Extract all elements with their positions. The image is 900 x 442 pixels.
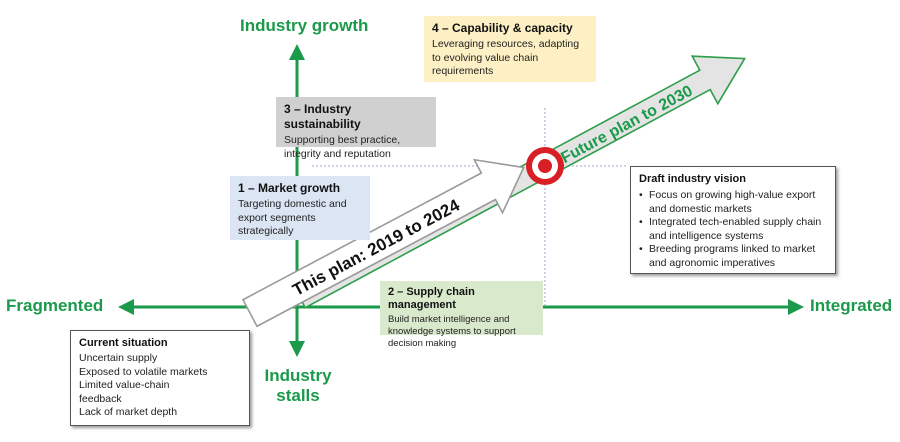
capability-box: 4 – Capability & capacity Leveraging res… — [424, 16, 596, 82]
axis-label-fragmented: Fragmented — [6, 296, 104, 315]
current-situation-box: Current situation Uncertain supply Expos… — [70, 330, 250, 426]
vision-item: Focus on growing high-value export and d… — [639, 189, 827, 216]
target-icon — [526, 147, 564, 185]
market-growth-box: 1 – Market growth Targeting domestic and… — [230, 176, 370, 240]
capability-line: to evolving value chain — [432, 51, 539, 64]
capability-line: Leveraging resources, adapting — [432, 38, 580, 50]
current-line: feedback — [79, 392, 122, 405]
market-growth-title: 1 – Market growth — [238, 181, 341, 195]
market-growth-line: export segments — [238, 211, 316, 224]
sustainability-box: 3 – Industry sustainability Supporting b… — [276, 97, 436, 160]
left-arrowhead-icon — [118, 299, 134, 315]
up-arrowhead-icon — [289, 44, 305, 60]
current-title: Current situation — [79, 337, 168, 349]
supply-chain-title: 2 – Supply chain management — [388, 286, 475, 311]
sustainability-title: 3 – Industry sustainability — [284, 102, 361, 131]
down-arrowhead-icon — [289, 341, 305, 357]
right-arrowhead-icon — [788, 299, 804, 315]
draft-vision-box: Draft industry vision Focus on growing h… — [630, 166, 836, 274]
capability-title: 4 – Capability & capacity — [432, 21, 573, 35]
vision-item: Integrated tech-enabled supply chain and… — [639, 216, 827, 243]
axis-label-integrated: Integrated — [810, 296, 893, 315]
future-plan-label: Future plan to 2030 — [558, 82, 695, 167]
supply-chain-line: Build market intelligence and — [388, 314, 510, 325]
current-line: Exposed to volatile markets — [79, 365, 208, 378]
market-growth-line: strategically — [238, 225, 294, 237]
vision-title: Draft industry vision — [639, 173, 746, 185]
axis-label-stalls-line1: Industry — [264, 366, 332, 385]
capability-line: requirements — [432, 65, 494, 77]
market-growth-line: Targeting domestic and — [238, 198, 347, 210]
current-line: Uncertain supply — [79, 352, 158, 364]
current-line: Limited value-chain — [79, 379, 170, 391]
sustainability-line: integrity and reputation — [284, 147, 391, 160]
supply-chain-line: knowledge systems to support — [388, 326, 516, 337]
vision-item: Breeding programs linked to market and a… — [639, 243, 827, 270]
sustainability-line: Supporting best practice, — [284, 134, 401, 146]
axis-label-stalls-line2: stalls — [276, 386, 320, 405]
axis-label-industry-stalls: Industry stalls — [258, 366, 338, 406]
current-line: Lack of market depth — [79, 406, 178, 418]
axis-label-industry-growth: Industry growth — [240, 16, 369, 35]
target-guides — [312, 108, 628, 306]
supply-chain-box: 2 – Supply chain management Build market… — [380, 281, 543, 349]
supply-chain-line: decision making — [388, 338, 457, 349]
